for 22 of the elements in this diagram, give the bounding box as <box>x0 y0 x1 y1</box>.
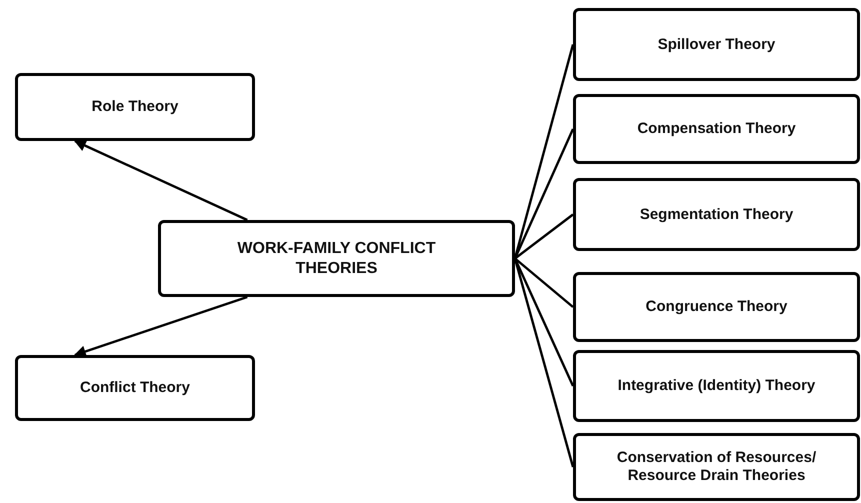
arrow <box>74 296 248 358</box>
connector-line <box>514 214 574 260</box>
theory-label: WORK-FAMILY CONFLICT THEORIES <box>236 239 437 278</box>
theory-label: Conflict Theory <box>80 379 190 397</box>
arrow <box>74 140 248 222</box>
theory-label: Conservation of Resources/ Resource Drain Theories <box>616 449 818 485</box>
theory-label: Spillover Theory <box>658 36 776 54</box>
theory-box <box>573 433 860 501</box>
theory-box <box>573 8 860 81</box>
theory-label: Segmentation Theory <box>640 206 794 224</box>
theory-label: Integrative (Identity) Theory <box>618 377 816 395</box>
theory-label: Compensation Theory <box>637 120 796 138</box>
theory-box <box>15 355 255 421</box>
theory-box <box>573 272 860 342</box>
theory-box <box>573 94 860 164</box>
theory-box <box>573 178 860 251</box>
theory-box <box>158 220 515 297</box>
connector-line <box>514 258 574 308</box>
theory-label: Role Theory <box>92 98 178 116</box>
theory-box <box>573 350 860 422</box>
theory-box <box>15 73 255 141</box>
theory-label: Congruence Theory <box>646 298 788 316</box>
